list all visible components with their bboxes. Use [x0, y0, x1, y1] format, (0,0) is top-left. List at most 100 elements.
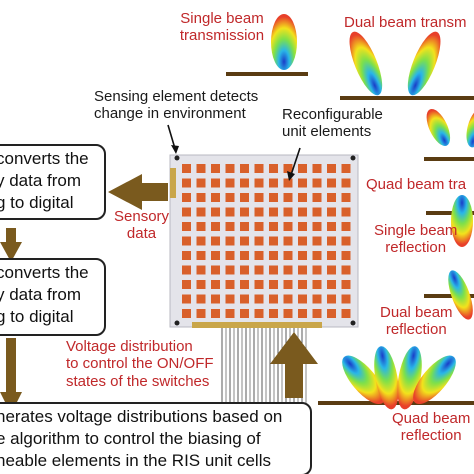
ris-unit-cell — [327, 178, 336, 188]
ris-unit-cell — [254, 309, 264, 318]
ris-unit-cell — [269, 207, 278, 217]
beam-quad-tx — [426, 108, 474, 148]
ris-unit-cell — [254, 178, 264, 188]
ris-unit-cell — [196, 207, 206, 217]
ris-unit-cell — [211, 207, 220, 217]
ris-unit-cell — [211, 251, 220, 260]
ris-unit-cell — [211, 265, 220, 275]
ris-unit-cell — [225, 294, 235, 304]
ris-unit-cell — [269, 236, 278, 246]
ris-unit-cell — [283, 280, 293, 289]
ris-unit-cell — [312, 222, 322, 231]
ris-unit-cell — [254, 236, 264, 246]
ris-unit-cell — [341, 280, 351, 289]
ris-unit-cell — [182, 222, 191, 231]
ris-unit-cell — [182, 280, 191, 289]
ris-unit-cell — [196, 309, 206, 318]
ris-unit-cell — [240, 294, 249, 304]
ris-bottom-connector — [192, 322, 322, 328]
ris-unit-cell — [283, 294, 293, 304]
ris-unit-cell — [298, 207, 307, 217]
ris-unit-cell — [182, 193, 191, 202]
surface-single-rx — [426, 211, 474, 215]
ris-unit-cell — [341, 178, 351, 188]
ris-unit-cell — [182, 164, 191, 173]
ris-unit-cell — [312, 309, 322, 318]
label-sensory-data: Sensory data — [114, 208, 170, 243]
ris-unit-cell — [196, 164, 206, 173]
ris-unit-cell — [225, 164, 235, 173]
corner-marker — [350, 320, 356, 326]
ris-unit-cell — [269, 294, 278, 304]
ris-unit-cell — [225, 251, 235, 260]
ris-unit-cell — [312, 251, 322, 260]
ris-unit-cell — [211, 280, 220, 289]
beam-dual-tx — [349, 31, 441, 96]
ris-unit-cell — [298, 294, 307, 304]
ris-unit-cell — [327, 207, 336, 217]
ris-unit-cell — [283, 236, 293, 246]
ris-unit-cell — [341, 251, 351, 260]
ris-unit-cell — [283, 265, 293, 275]
beam-quad-rx — [342, 346, 456, 410]
ris-unit-cell — [254, 265, 264, 275]
ris-unit-cell — [269, 222, 278, 231]
ris-unit-cell — [182, 309, 191, 318]
ris-unit-cell — [254, 207, 264, 217]
ris-unit-cell — [327, 164, 336, 173]
label-voltage-distribution: Voltage distribution to control the ON/O… — [66, 338, 214, 390]
ris-unit-cell — [312, 164, 322, 173]
ris-unit-cell — [225, 265, 235, 275]
ris-unit-cell — [182, 294, 191, 304]
ris-unit-cell — [312, 207, 322, 217]
surface-dual-tx — [340, 96, 474, 100]
ris-unit-cell — [298, 222, 307, 231]
label-quad-transmission: Quad beam tra — [366, 176, 467, 193]
ris-unit-cell — [225, 309, 235, 318]
ris-unit-cell — [327, 265, 336, 275]
flow-arrow-1 — [0, 228, 22, 262]
ris-unit-cell — [196, 222, 206, 231]
ris-unit-cell — [312, 236, 322, 246]
ris-unit-cell — [182, 251, 191, 260]
ris-unit-cell — [341, 207, 351, 217]
ris-unit-cell — [240, 164, 249, 173]
ris-unit-cell — [225, 193, 235, 202]
ris-unit-cell — [211, 294, 220, 304]
ris-unit-cell — [240, 236, 249, 246]
voltage-arrow-up — [270, 332, 318, 398]
ris-unit-cell — [211, 222, 220, 231]
beam-single-tx — [271, 14, 297, 70]
beam-dual-rx — [448, 270, 473, 320]
ris-unit-cell — [312, 280, 322, 289]
ris-unit-cell — [327, 251, 336, 260]
ris-unit-cell — [312, 265, 322, 275]
ris-unit-cell — [211, 178, 220, 188]
ris-unit-cell — [341, 294, 351, 304]
ris-unit-cell — [283, 309, 293, 318]
surface-quad-tx — [424, 157, 474, 161]
ris-unit-cell — [196, 280, 206, 289]
flow-arrow-2 — [0, 338, 22, 414]
ris-unit-cell — [269, 309, 278, 318]
ris-unit-cell — [240, 280, 249, 289]
ris-unit-cell — [254, 164, 264, 173]
ris-unit-cell — [254, 294, 264, 304]
label-single-reflection: Single beam reflection — [374, 222, 458, 257]
ris-unit-cell — [182, 265, 191, 275]
process-box-1: converts the y data from g to digital — [0, 144, 106, 220]
ris-unit-cell — [254, 280, 264, 289]
ris-unit-cell — [341, 164, 351, 173]
corner-marker — [174, 320, 180, 326]
ris-unit-cell — [283, 207, 293, 217]
ris-unit-cell — [240, 222, 249, 231]
ris-unit-cell — [341, 236, 351, 246]
process-box-3: nerates voltage distributions based on e… — [0, 402, 312, 474]
ris-board-connector — [170, 168, 176, 198]
process-box-2: converts the y data from g to digital — [0, 258, 106, 336]
ris-unit-cell — [240, 309, 249, 318]
ris-unit-cell — [196, 236, 206, 246]
ris-unit-cell — [341, 193, 351, 202]
ris-unit-cell — [327, 309, 336, 318]
